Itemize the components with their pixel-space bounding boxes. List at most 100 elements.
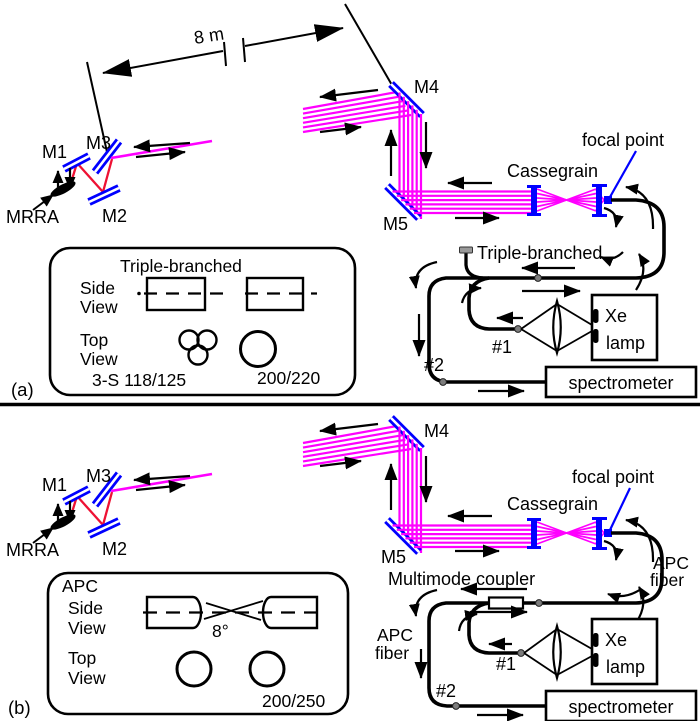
mrra-pointer-arrow-b	[32, 527, 54, 544]
label-branch-1-b: #1	[496, 654, 516, 674]
focal-point-square	[604, 196, 612, 204]
label-lamp: lamp	[606, 333, 645, 353]
horizontal-direction-arrows	[447, 176, 500, 225]
label-apc-left-2: fiber	[375, 643, 409, 663]
fiber-spec-right: 200/220	[257, 368, 321, 388]
beam-from-m3	[110, 139, 213, 160]
panel-b-tag: (b)	[8, 697, 31, 718]
mirror-m3	[91, 138, 123, 175]
label-m4: M4	[414, 77, 439, 97]
inset-side-label-1: Side	[80, 278, 115, 298]
focal-point-square-b	[604, 529, 612, 537]
lamp-electrodes	[593, 309, 599, 343]
inset-side-label-1-b: Side	[68, 598, 103, 618]
fiber-connectors	[439, 274, 542, 386]
label-cassegrain-b: Cassegrain	[507, 494, 598, 514]
lamp-coupling-rays-b	[523, 628, 593, 676]
label-lamp-b: lamp	[606, 657, 645, 677]
focal-point-pointer-b	[609, 487, 631, 531]
label-focal-point-b: focal point	[572, 467, 654, 487]
mrra-retroreflector-b	[50, 514, 76, 530]
bundle-direction-arrows-m4-b	[319, 422, 379, 470]
label-apc-right-2: fiber	[650, 570, 684, 590]
label-spectrometer: spectrometer	[568, 373, 673, 393]
horizontal-direction-arrows-b	[447, 509, 500, 558]
xe-lamp-box	[590, 293, 659, 362]
top-view-single-fiber	[239, 330, 277, 368]
mirror-m1	[62, 152, 91, 173]
coupling-lens	[552, 296, 562, 357]
mirror-m2-b	[87, 517, 121, 539]
spectrometer-box-b	[544, 689, 698, 721]
fiber-connectors-b	[452, 599, 543, 710]
dimension-8m	[102, 24, 344, 77]
apc-angled-faces	[203, 600, 264, 621]
label-m2-b: M2	[102, 539, 127, 559]
panel-a: 8 m M1 M3 M2 MRRA	[6, 3, 698, 400]
label-branch-1: #1	[492, 337, 512, 357]
fiber-flow-arrows	[408, 183, 655, 398]
label-m3: M3	[86, 133, 111, 153]
panel-b: M1 M3 M2 MRRA M4 M5	[6, 415, 698, 721]
inset-fiber-crosssection-a: Triple-branched Side View Top View 3-S 1…	[48, 246, 357, 397]
lamp-electrodes-b	[593, 633, 599, 667]
fiber-common-end-cap	[459, 246, 473, 254]
label-apc-right-1: APC	[653, 553, 689, 573]
multimode-coupler-body	[487, 596, 525, 610]
label-multimode-coupler: Multimode coupler	[388, 569, 535, 589]
mrra-pointer-arrow	[32, 194, 54, 211]
top-view-three-fibers	[178, 329, 218, 366]
mrra-beam-arrows	[52, 168, 76, 192]
beam-bundle-m5-telescope-b	[392, 524, 531, 549]
inset-top-label-1: Top	[80, 330, 108, 350]
inset-side-label-2-b: View	[68, 618, 106, 638]
spectrometer-box	[544, 365, 698, 399]
beam-bundle-to-m4-b	[302, 424, 412, 468]
cassegrain-telescope	[527, 184, 612, 217]
label-mrra: MRRA	[6, 207, 59, 227]
fiber-spec-left: 3-S 118/125	[92, 370, 186, 390]
beam-bundle-m4-m5	[398, 92, 423, 219]
label-m5: M5	[383, 214, 408, 234]
panel-a-tag: (a)	[11, 379, 34, 400]
mirror-m3-b	[91, 471, 123, 508]
lamp-coupling-rays	[520, 303, 593, 352]
inset-fiber-crosssection-b: APC Side View Top View 8° 200/250	[46, 571, 350, 716]
xe-lamp-box-b	[590, 617, 659, 686]
label-apc-left-1: APC	[377, 625, 413, 645]
label-xe-b: Xe	[605, 630, 627, 650]
label-mrra-b: MRRA	[6, 540, 59, 560]
label-xe: Xe	[605, 306, 627, 326]
label-m5-b: M5	[381, 547, 406, 567]
label-fiber-type: Triple-branched	[477, 243, 602, 263]
inset-side-label-2: View	[80, 297, 118, 317]
beam-bundle-to-m4	[302, 90, 412, 134]
bundle-direction-arrows-m4	[319, 88, 379, 136]
label-spectrometer-b: spectrometer	[568, 697, 673, 717]
label-m2: M2	[102, 206, 127, 226]
beam-bundle-m5-telescope	[392, 190, 531, 215]
mirror-m1-b	[62, 485, 91, 506]
top-view-fibers-b	[175, 650, 286, 688]
mirror-m2	[87, 184, 121, 206]
vertical-direction-arrows	[384, 122, 433, 176]
fiber-spec-right-b: 200/250	[262, 691, 326, 711]
mrra-retroreflector	[50, 181, 76, 197]
beam-bundle-m4-m5-b	[398, 426, 423, 553]
mirror-m5-b	[384, 517, 422, 555]
telescope-rays	[536, 188, 605, 212]
label-m4-b: M4	[424, 421, 449, 441]
label-branch-2: #2	[424, 355, 444, 375]
fiber-flow-arrows-b	[408, 516, 655, 721]
label-m1: M1	[42, 142, 67, 162]
focal-point-pointer	[609, 150, 637, 198]
inset-title-b: APC	[62, 576, 98, 596]
label-m1-b: M1	[42, 475, 67, 495]
beam-from-m3-b	[110, 472, 213, 493]
dimension-8m-label: 8 m	[192, 24, 225, 48]
cassegrain-telescope-b	[527, 517, 612, 550]
vertical-direction-arrows-b	[384, 456, 433, 510]
mirror-m5	[384, 183, 422, 221]
label-focal-point: focal point	[582, 130, 664, 150]
